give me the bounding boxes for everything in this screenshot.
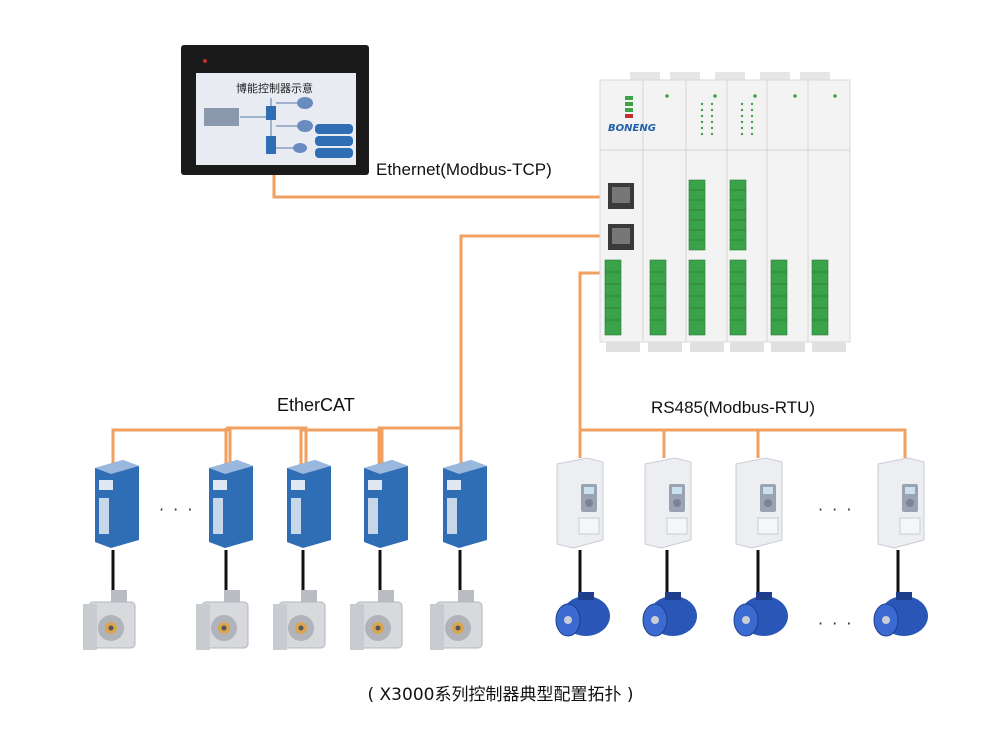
servo-motor [430,590,483,650]
inverter-drive [556,457,604,549]
rs485-drive-ellipsis: · · · [818,500,854,519]
ethercat-bus-2 [226,426,308,465]
rs485-motor-ellipsis: · · · [818,614,854,633]
servo-drive [364,460,408,548]
hmi-touchscreen [181,45,369,175]
servo-drive [287,460,331,548]
ethernet-ports [608,183,634,250]
inverter-drive [644,457,692,549]
servo-drive [95,460,139,548]
rs485-label: RS485(Modbus-RTU) [651,398,816,417]
induction-motor [555,592,610,637]
servo-drive [443,460,487,548]
induction-motor [873,592,928,637]
rs485-bus [580,428,907,458]
x3000-controller [599,72,851,352]
ethernet-label: Ethernet(Modbus-TCP) [376,160,552,179]
servo-drives [95,460,487,548]
induction-motor [733,592,788,637]
servo-motor [350,590,403,650]
hmi-screen-content [204,97,353,158]
servo-motors [83,590,483,650]
status-leds [625,96,633,118]
inverter-drive [877,457,925,549]
diagram-caption: ( X3000系列控制器典型配置拓扑 ) [367,685,634,705]
servo-drive [209,460,253,548]
ethercat-bus [111,428,232,465]
ethernet-cable [272,172,605,199]
servo-motor [196,590,249,650]
induction-motors [555,592,928,637]
servo-motor [83,590,136,650]
hmi-screen-title: 博能控制器示意 [236,82,313,95]
inverter-drives [556,457,925,549]
terminal-blocks [604,179,829,336]
ethercat-label: EtherCAT [277,395,355,415]
servo-motor [273,590,326,650]
motor-cables [111,550,900,592]
ethercat-cable-main [459,234,600,465]
inverter-drive [735,457,783,549]
cables [111,172,907,465]
controller-brand: BONENG [608,123,656,134]
ethercat-ellipsis: · · · [159,500,195,519]
induction-motor [642,592,697,637]
